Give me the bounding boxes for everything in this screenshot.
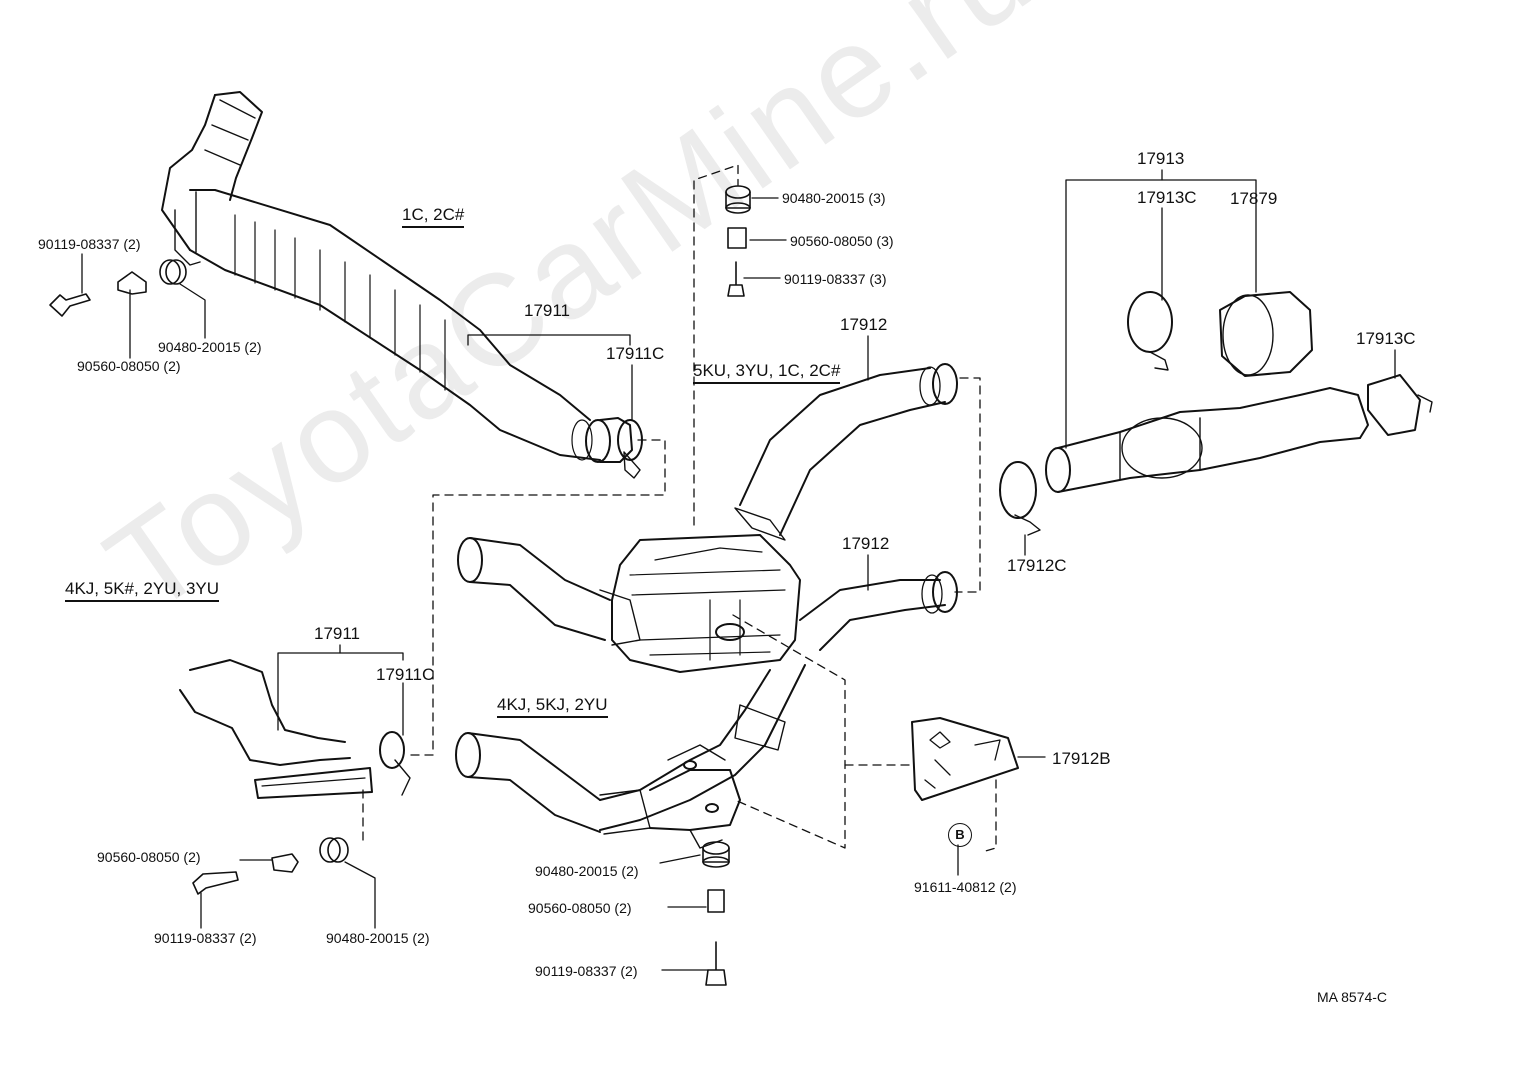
label-bc-bolt: 90119-08337 (2) <box>535 963 638 979</box>
center-pipe-lower <box>599 571 958 831</box>
ct-hardware <box>702 185 751 986</box>
tr-parts <box>999 291 1433 536</box>
leader-lines <box>81 169 1396 971</box>
label-tr-group: 17913 <box>1137 149 1185 168</box>
label-tr-heatshield: 17879 <box>1230 189 1278 208</box>
label-bc-collar: 90560-08050 (2) <box>528 900 632 916</box>
document-code: MA 8574-C <box>1317 989 1388 1005</box>
label-tr-clamp-b: 17913C <box>1356 329 1416 348</box>
label-mid-clamp: 17912C <box>1007 556 1067 575</box>
label-bl-clamp: 17911C <box>376 665 435 684</box>
label-tl-clamp: 17911C <box>606 344 665 363</box>
section-5ku-3yu-1c-2c: 5KU, 3YU, 1C, 2C# <box>693 362 841 384</box>
label-bracket-bolt: 91611-40812 (2) <box>914 879 1017 895</box>
label-bl-grommet: 90480-20015 (2) <box>326 930 430 946</box>
label-tr-clamp-a: 17913C <box>1137 188 1197 207</box>
label-ct-bolt: 90119-08337 (3) <box>784 271 887 287</box>
front-pipe-top <box>161 91 643 479</box>
label-tl-bolt: 90119-08337 (2) <box>38 236 141 252</box>
guide-lines <box>362 164 997 853</box>
label-ct-pipe: 17912 <box>840 315 888 334</box>
label-mid-pipe: 17912 <box>842 534 890 553</box>
lower-inlet-pipe <box>455 732 741 849</box>
label-tl-grommet: 90480-20015 (2) <box>158 339 262 355</box>
label-ct-collar: 90560-08050 (3) <box>790 233 894 249</box>
tl-hardware <box>49 259 187 317</box>
section-4kj-5k-2yu-3yu: 4KJ, 5K#, 2YU, 3YU <box>65 580 220 602</box>
section-4kj-5kj-2yu: 4KJ, 5KJ, 2YU <box>497 696 608 718</box>
bl-hardware <box>192 837 349 895</box>
label-bl-collar: 90560-08050 (2) <box>97 849 201 865</box>
label-tl-pipe: 17911 <box>524 301 571 320</box>
center-pipe-upper <box>734 363 958 541</box>
label-bl-bolt: 90119-08337 (2) <box>154 930 257 946</box>
bracket <box>911 717 1019 801</box>
section-1c-2c: 1C, 2C# <box>402 206 465 228</box>
label-ct-grommet: 90480-20015 (3) <box>782 190 886 206</box>
muffler <box>611 534 801 673</box>
label-tl-collar: 90560-08050 (2) <box>77 358 181 374</box>
label-bracket: 17912B <box>1052 749 1111 768</box>
front-pipe-bottom <box>179 659 411 799</box>
callout-b: B <box>948 823 972 847</box>
center-inlet-pipe <box>457 537 641 646</box>
label-bc-grommet: 90480-20015 (2) <box>535 863 639 879</box>
tail-pipe <box>1045 387 1369 493</box>
label-bl-pipe: 17911 <box>314 624 361 643</box>
